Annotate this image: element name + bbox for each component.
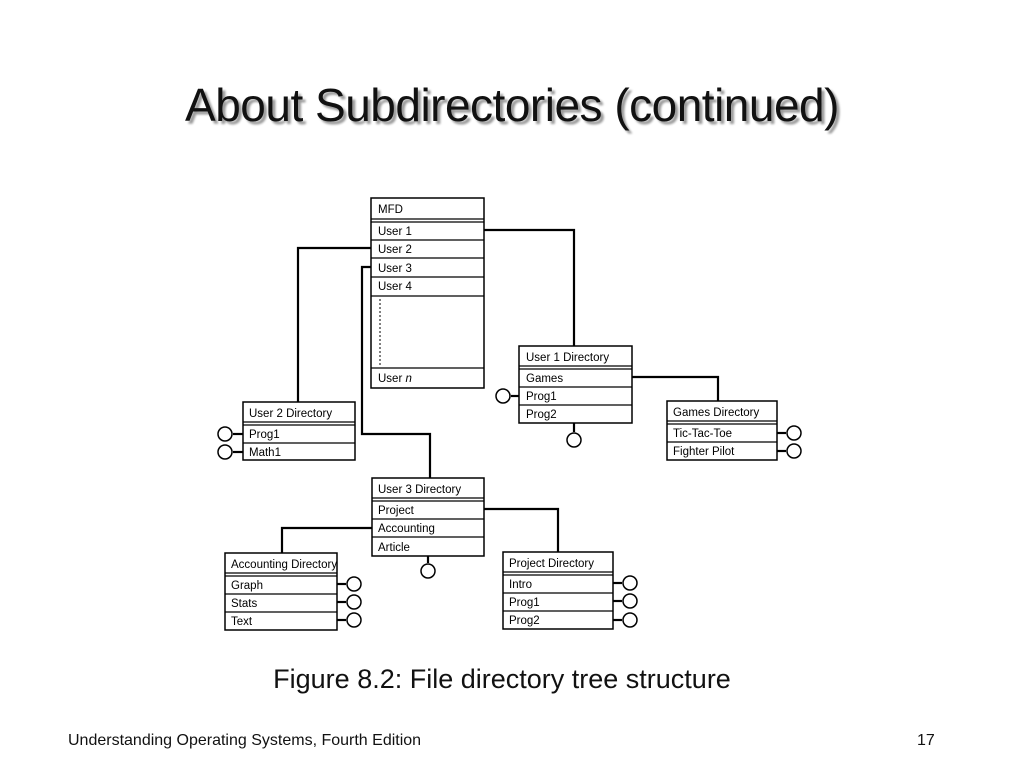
accounting-header: Accounting Directory — [231, 559, 337, 571]
project-header: Project Directory — [509, 558, 594, 570]
accounting-entry-graph: Graph — [231, 580, 263, 592]
user2-entry-prog1: Prog1 — [249, 429, 280, 441]
mfd-header: MFD — [378, 204, 403, 216]
project-directory-box: Project Directory Intro Prog1 Prog2 — [502, 551, 614, 630]
connector-user3 — [360, 265, 432, 478]
user1-entry-prog2: Prog2 — [526, 409, 557, 421]
project-entry-intro: Intro — [509, 579, 532, 591]
user1-entry-prog1: Prog1 — [526, 391, 557, 403]
project-entry-prog2: Prog2 — [509, 615, 540, 627]
file-node-fighterpilot — [786, 443, 802, 459]
user1-entry-games: Games — [526, 373, 563, 385]
connector-accounting — [280, 526, 372, 553]
footer-book-title: Understanding Operating Systems, Fourth … — [68, 732, 422, 749]
mfd-entry-user3: User 3 — [378, 263, 412, 275]
user3-directory-box: User 3 Directory Project Accounting Arti… — [371, 477, 485, 557]
file-node-intro — [622, 575, 638, 591]
games-entry-fighterpilot: Fighter Pilot — [673, 446, 735, 458]
user2-header: User 2 Directory — [249, 408, 332, 420]
mfd-entry-usern: User n — [378, 373, 412, 385]
file-node-user1-prog2 — [566, 432, 582, 448]
accounting-directory-box: Accounting Directory Graph Stats Text — [224, 552, 338, 631]
games-directory-box: Games Directory Tic-Tac-Toe Fighter Pilo… — [666, 400, 778, 461]
connectors — [280, 228, 720, 553]
user1-header: User 1 Directory — [526, 352, 609, 364]
user3-entry-project: Project — [378, 505, 415, 517]
accounting-entry-text: Text — [231, 616, 253, 628]
page-number: 17 — [917, 732, 935, 749]
file-node-stats — [346, 594, 362, 610]
connector-user1 — [484, 228, 576, 346]
file-node-article — [420, 563, 436, 579]
connector-user2 — [296, 246, 371, 402]
user1-directory-box: User 1 Directory Games Prog1 Prog2 — [518, 345, 633, 424]
file-node-graph — [346, 576, 362, 592]
accounting-entry-stats: Stats — [231, 598, 257, 610]
file-node-text — [346, 612, 362, 628]
mfd-box: MFD User 1 User 2 User 3 User 4 User n — [370, 197, 485, 389]
games-entry-tictactoe: Tic-Tac-Toe — [673, 428, 732, 440]
user3-entry-article: Article — [378, 542, 410, 554]
connector-project — [484, 507, 560, 552]
user2-entry-math1: Math1 — [249, 447, 281, 459]
user2-directory-box: User 2 Directory Prog1 Math1 — [242, 401, 356, 461]
file-node-user2-prog1 — [217, 426, 233, 442]
file-node-project-prog1 — [622, 593, 638, 609]
figure-caption: Figure 8.2: File directory tree structur… — [273, 664, 731, 694]
file-node-user1-prog1 — [495, 388, 511, 404]
project-entry-prog1: Prog1 — [509, 597, 540, 609]
file-node-math1 — [217, 444, 233, 460]
mfd-entry-user1: User 1 — [378, 226, 412, 238]
mfd-entry-user4: User 4 — [378, 281, 412, 293]
games-header: Games Directory — [673, 407, 760, 419]
file-node-tictactoe — [786, 425, 802, 441]
file-node-project-prog2 — [622, 612, 638, 628]
mfd-entry-user2: User 2 — [378, 244, 412, 256]
connector-games — [632, 375, 720, 401]
user3-header: User 3 Directory — [378, 484, 461, 496]
slide-title: About Subdirectories (continued) — [185, 79, 839, 131]
user3-entry-accounting: Accounting — [378, 523, 435, 535]
